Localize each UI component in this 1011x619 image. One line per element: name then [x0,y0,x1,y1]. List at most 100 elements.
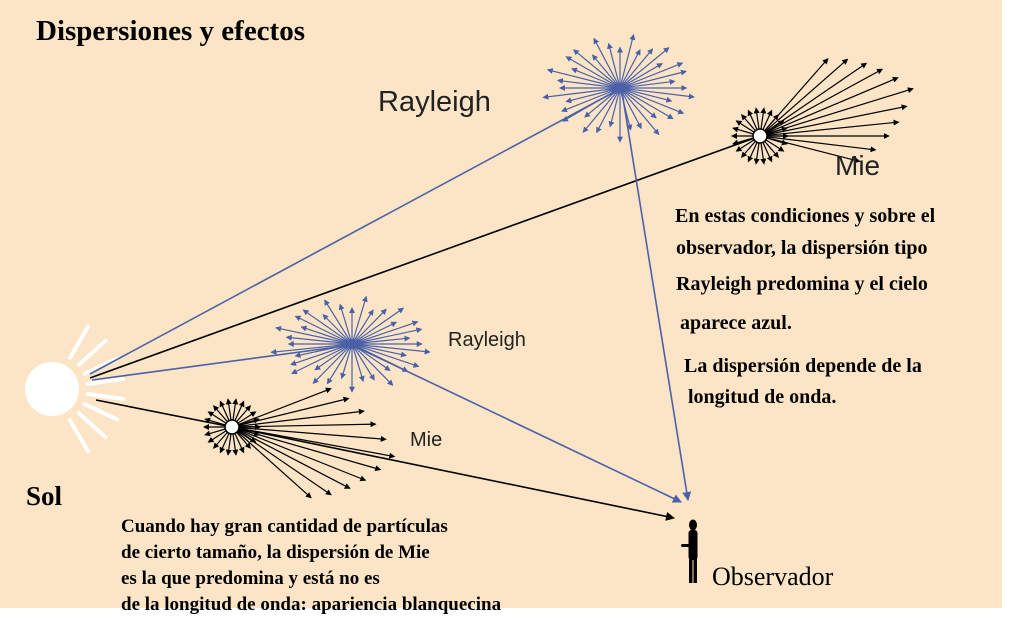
rayleigh-scatter-arrow [314,343,353,371]
rayleigh-scatter-arrow [351,320,419,345]
rayleigh-scatter-arrow [619,87,657,119]
bottom-note-line: de la longitud de onda: apariencia blanq… [121,594,502,615]
mie-top-label: Mie [835,150,880,181]
rayleigh-scatter-arrow [619,87,642,130]
rayleigh-scatter-arrow [290,343,353,366]
rayleigh-scatter-arrow [351,295,368,345]
rayleigh-scatter-arrow [619,63,663,89]
rayleigh-top-label: Rayleigh [378,86,491,118]
right-note-line: En estas condiciones y sobre el [675,205,936,227]
rayleigh-scatter-arrow [619,87,685,115]
rayleigh-scatter-arrow [312,343,353,384]
sun-icon [25,324,126,454]
right-note: En estas condiciones y sobre el observad… [675,205,936,408]
bottom-note: Cuando hay gran cantidad de partículas d… [121,516,502,615]
rayleigh-scatter-arrow [619,33,636,89]
rayleigh-scatter-arrow [619,62,684,89]
rayleigh-scatter-arrow [619,48,654,89]
mie-scatter-arrow [231,426,351,489]
mie-scatter-arrow [231,426,396,459]
rayleigh-scatter-arrow [351,309,374,345]
rayleigh-scatter-arrow [591,54,621,89]
rayleigh-scatter-arrow [351,327,423,345]
rayleigh-scatter-arrow [294,315,353,345]
mie-scatter-arrow [759,76,899,137]
path-sun-to-rayleigh-mid [91,344,353,381]
mie-scatter-arrow [759,135,877,153]
mie-scatter-arrow [759,119,900,137]
bottom-note-line: Cuando hay gran cantidad de partículas [121,516,448,537]
rayleigh-scatter-arrow [351,343,394,386]
rayleigh-scatter-arrow [351,343,391,371]
path-rayleigh-top-to-observer [621,91,692,501]
mie-scatter-arrow [759,62,868,137]
rayleigh-scatter-arrow [582,87,621,133]
path-sun-to-mie-top [89,135,761,379]
rayleigh-scatter-arrow [302,309,353,345]
bottom-note-line: de cierto tamaño, la dispersión de Mie [121,542,430,563]
mie-scatter-arrow [231,426,332,496]
rayleigh-scatter-arrow [571,67,621,89]
mie-scatter-arrow [231,426,387,442]
rayleigh-scatter-arrow [546,68,621,89]
mie-low-label: Mie [410,429,442,451]
rayleigh-scatter-arrow [596,87,621,134]
rayleigh-scatter-arrow [300,325,353,345]
rayleigh-scatter-arrow [565,56,621,89]
rayleigh-scatter-arrow [607,42,621,89]
rayleigh-scatter-arrow [351,343,365,383]
mie-scatter-arrow [231,426,382,472]
right-note-line: longitud de onda. [688,386,836,408]
rayleigh-scatter-arrow [322,314,353,345]
rayleigh-scatter-arrow [324,299,353,345]
mie-scatter-arrow [759,58,829,137]
path-sun-to-rayleigh-top [89,89,619,375]
right-note-line: observador, la dispersión tipo [676,237,928,259]
right-note-line: Rayleigh predomina y el cielo [676,273,928,295]
mie-scatter-arrow [231,396,350,428]
rayleigh-scatter-arrow [619,87,673,103]
rayleigh-mid-label: Rayleigh [448,329,526,351]
observer-label: Observador [712,562,834,591]
rayleigh-scatter-top [542,33,695,143]
rayleigh-scatter-arrow [619,87,695,100]
rayleigh-scatter-arrow [619,69,687,89]
rayleigh-scatter-arrow [351,308,387,345]
rayleigh-scatter-arrow [270,343,353,355]
rayleigh-scatter-arrow [542,87,621,100]
person-silhouette-icon [681,519,698,583]
rayleigh-scatter-arrow [572,49,621,89]
rayleigh-scatter-arrow [351,343,409,372]
mie-scatter-arrow [759,87,914,137]
mie-scatter-arrow [759,58,849,137]
bottom-note-line: es la que predomina y está no es [121,568,380,589]
rayleigh-scatter-arrow [619,87,674,120]
rayleigh-scatter-arrow [556,78,621,89]
rayleigh-scatter-arrow [608,87,621,128]
mie-scatter-arrow [759,135,861,164]
rayleigh-scatter-arrow [285,334,353,345]
rayleigh-scatter-arrow [619,49,641,89]
background-panel [0,0,1002,608]
mie-scatter-arrow [231,426,312,499]
mie-scatter-arrow [759,68,884,137]
rayleigh-scatter-arrow [351,343,375,381]
rayleigh-scatter-arrow [351,343,431,355]
mie-scatter-arrow [759,104,908,137]
mie-scatter-arrow [231,408,365,428]
rayleigh-scatter-arrow [561,87,621,113]
right-note-line: La dispersión depende de la [684,355,922,377]
sun-label: Sol [26,481,63,511]
rayleigh-scatter-arrow [562,87,621,122]
rayleigh-scatter-arrow [619,47,670,89]
rayleigh-scatter-arrow [619,78,676,89]
mie-scatter-arrow [231,421,377,428]
rayleigh-scatter-arrow [351,343,420,368]
rayleigh-scatter-arrow [593,37,621,89]
rayleigh-scatter-arrow [619,87,633,131]
rayleigh-scatter-arrow [294,343,353,358]
rayleigh-scatter-arrow [565,87,621,104]
diagram-title: Dispersiones y efectos [36,15,305,47]
rayleigh-scatter-arrow [340,343,353,380]
mie-scatter-arrow [231,387,332,428]
